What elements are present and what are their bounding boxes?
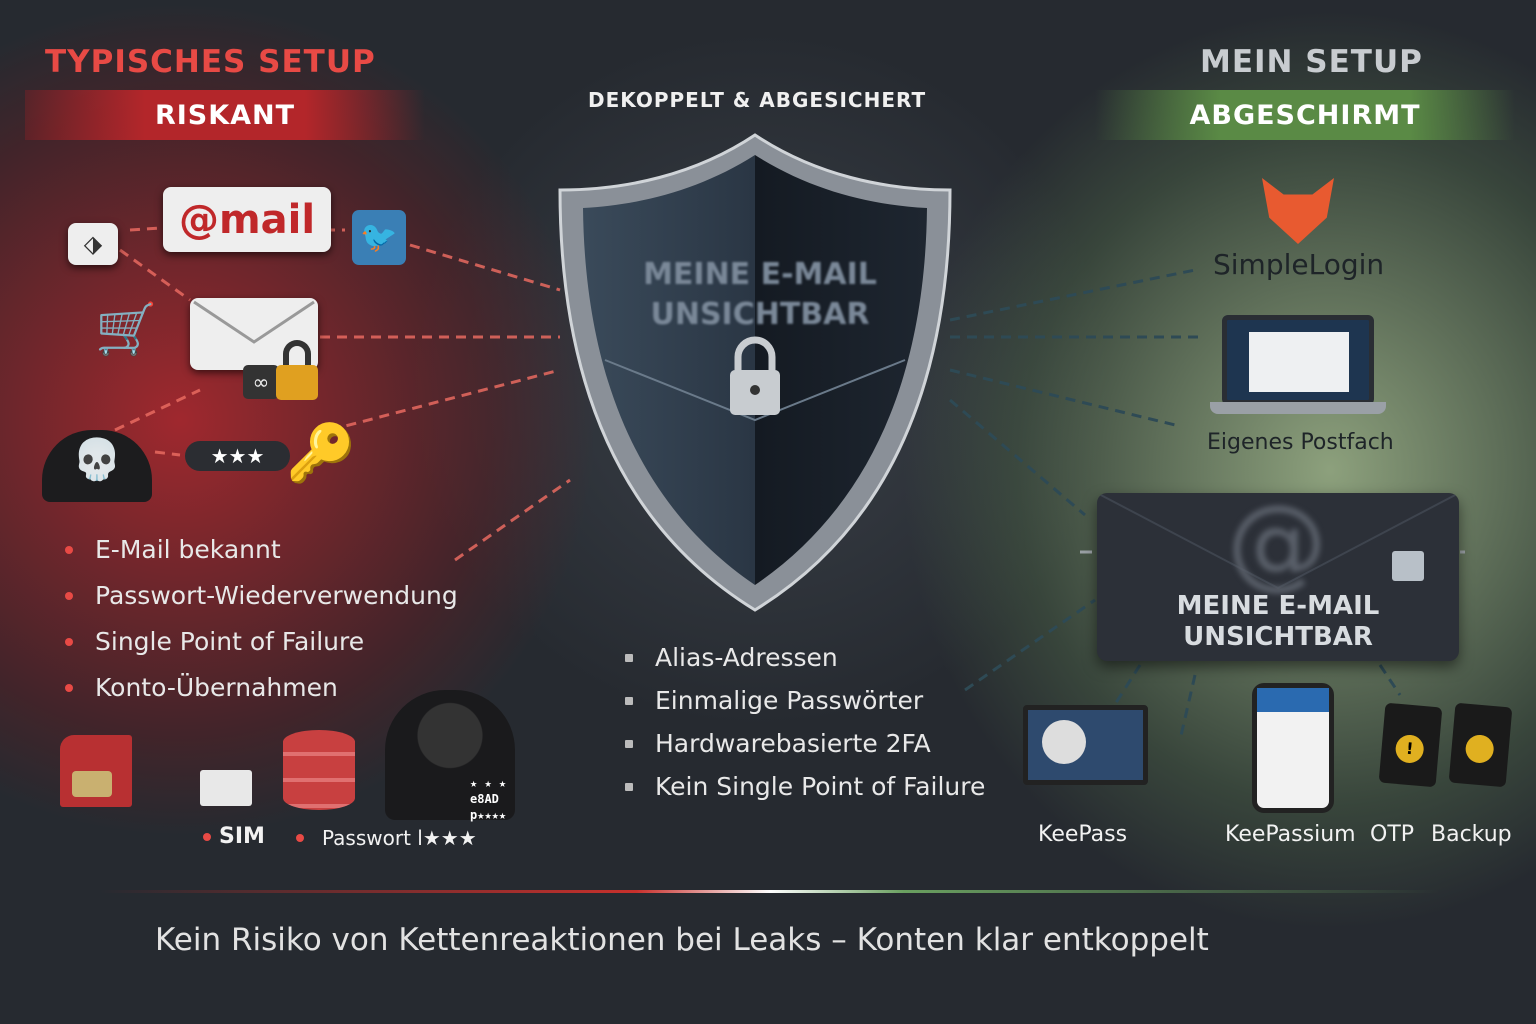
risk-list: E-Mail bekannt Passwort-Wiederverwendung… bbox=[65, 535, 458, 719]
twitter-icon: 🐦 bbox=[352, 210, 406, 265]
benefit-item: Hardwarebasierte 2FA bbox=[625, 729, 985, 758]
mailbox-label: Eigenes Postfach bbox=[1207, 430, 1394, 455]
at-sign-icon: @ bbox=[1227, 493, 1327, 600]
screen-line: p★★★★ bbox=[470, 808, 507, 822]
bullet-dot bbox=[65, 637, 73, 646]
bullet-dot bbox=[625, 653, 633, 662]
tag-icon: ⬗ bbox=[68, 223, 118, 265]
shielded-badge: ABGESCHIRMT bbox=[1095, 90, 1515, 140]
screen-line: ★ ★ ★ bbox=[470, 776, 507, 790]
hacker-screen-text: ★ ★ ★ e8AD p★★★★ bbox=[470, 775, 506, 823]
shield-text-line: UNSICHTBAR bbox=[650, 297, 870, 332]
footer-text: Kein Risiko von Kettenreaktionen bei Lea… bbox=[155, 922, 1209, 958]
key-icon: 🔑 bbox=[286, 421, 356, 486]
risk-text: E-Mail bekannt bbox=[95, 535, 281, 564]
bullet-dot bbox=[625, 696, 633, 705]
tool-label-otp: OTP bbox=[1370, 822, 1415, 847]
shield-text-line: MEINE E-MAIL bbox=[643, 257, 877, 292]
padlock-icon bbox=[276, 340, 318, 400]
bullet-dot bbox=[65, 683, 73, 692]
tool-label-backup: Backup bbox=[1431, 822, 1512, 847]
mail-card-label: @mail bbox=[178, 196, 316, 243]
benefit-item: Einmalige Passwörter bbox=[625, 686, 985, 715]
risk-item: Konto-Übernahmen bbox=[65, 673, 458, 702]
risk-badge: RISKANT bbox=[25, 90, 425, 140]
phishing-hook-icon bbox=[200, 770, 252, 806]
otp-security-key-icon: ! bbox=[1378, 702, 1443, 788]
benefit-text: Einmalige Passwörter bbox=[655, 686, 924, 715]
invisible-email-envelope: @ MEINE E-MAIL UNSICHTBAR bbox=[1097, 493, 1459, 661]
hooded-hacker-icon bbox=[385, 690, 515, 820]
shopping-cart-icon: 🛒 bbox=[95, 300, 158, 358]
password-field: ★★★ bbox=[185, 441, 290, 471]
envelope-text-line: MEINE E-MAIL bbox=[1176, 591, 1380, 621]
tool-label-keepass: KeePass bbox=[1038, 822, 1128, 847]
password-leak-text: Passwort l★★★ bbox=[322, 826, 477, 850]
bullet-dot bbox=[625, 782, 633, 791]
risk-text: Passwort-Wiederverwendung bbox=[95, 581, 458, 610]
benefit-text: Kein Single Point of Failure bbox=[655, 772, 986, 801]
bullet-dot bbox=[203, 832, 211, 841]
benefit-text: Alias-Adressen bbox=[655, 643, 838, 672]
keepass-monitor-icon bbox=[1023, 705, 1148, 785]
keepassium-phone-icon bbox=[1252, 683, 1334, 813]
right-title: MEIN SETUP bbox=[1200, 44, 1423, 80]
benefit-item: Alias-Adressen bbox=[625, 643, 985, 672]
risk-text: Konto-Übernahmen bbox=[95, 673, 338, 702]
simplelogin-label: SimpleLogin bbox=[1213, 248, 1385, 281]
bullet-dot bbox=[65, 545, 73, 554]
risk-text: Single Point of Failure bbox=[95, 627, 365, 656]
bullet-dot bbox=[65, 591, 73, 600]
benefit-item: Kein Single Point of Failure bbox=[625, 772, 985, 801]
backup-security-key-icon bbox=[1448, 702, 1513, 788]
password-leak-label: Passwort l★★★ bbox=[296, 826, 477, 850]
left-title: TYPISCHES SETUP bbox=[45, 44, 376, 80]
risk-item: Single Point of Failure bbox=[65, 627, 458, 656]
shield-text: MEINE E-MAIL UNSICHTBAR bbox=[600, 255, 920, 335]
benefit-text: Hardwarebasierte 2FA bbox=[655, 729, 931, 758]
hacker-skull-icon: 💀 bbox=[42, 430, 152, 502]
link-icon: ∞ bbox=[243, 365, 279, 399]
screen-line: e8AD bbox=[470, 792, 499, 806]
envelope-text-line: UNSICHTBAR bbox=[1183, 622, 1373, 652]
shield-icon bbox=[558, 133, 952, 612]
divider bbox=[100, 890, 1440, 893]
tool-label-keepassium: KeePassium bbox=[1225, 822, 1356, 847]
center-title: DEKOPPELT & ABGESICHERT bbox=[588, 88, 927, 112]
risk-item: Passwort-Wiederverwendung bbox=[65, 581, 458, 610]
sim-card-icon bbox=[60, 735, 132, 807]
laptop-base bbox=[1210, 402, 1386, 414]
bullet-dot bbox=[625, 739, 633, 748]
envelope-padlock-icon bbox=[1392, 551, 1424, 581]
database-icon bbox=[283, 730, 355, 810]
sim-text: SIM bbox=[219, 824, 265, 849]
risk-item: E-Mail bekannt bbox=[65, 535, 458, 564]
sim-label: SIM bbox=[203, 824, 265, 849]
laptop-mail-icon bbox=[1222, 315, 1374, 405]
benefit-list: Alias-Adressen Einmalige Passwörter Hard… bbox=[625, 643, 985, 818]
mail-card: @mail bbox=[163, 187, 331, 252]
bullet-dot bbox=[296, 834, 304, 842]
